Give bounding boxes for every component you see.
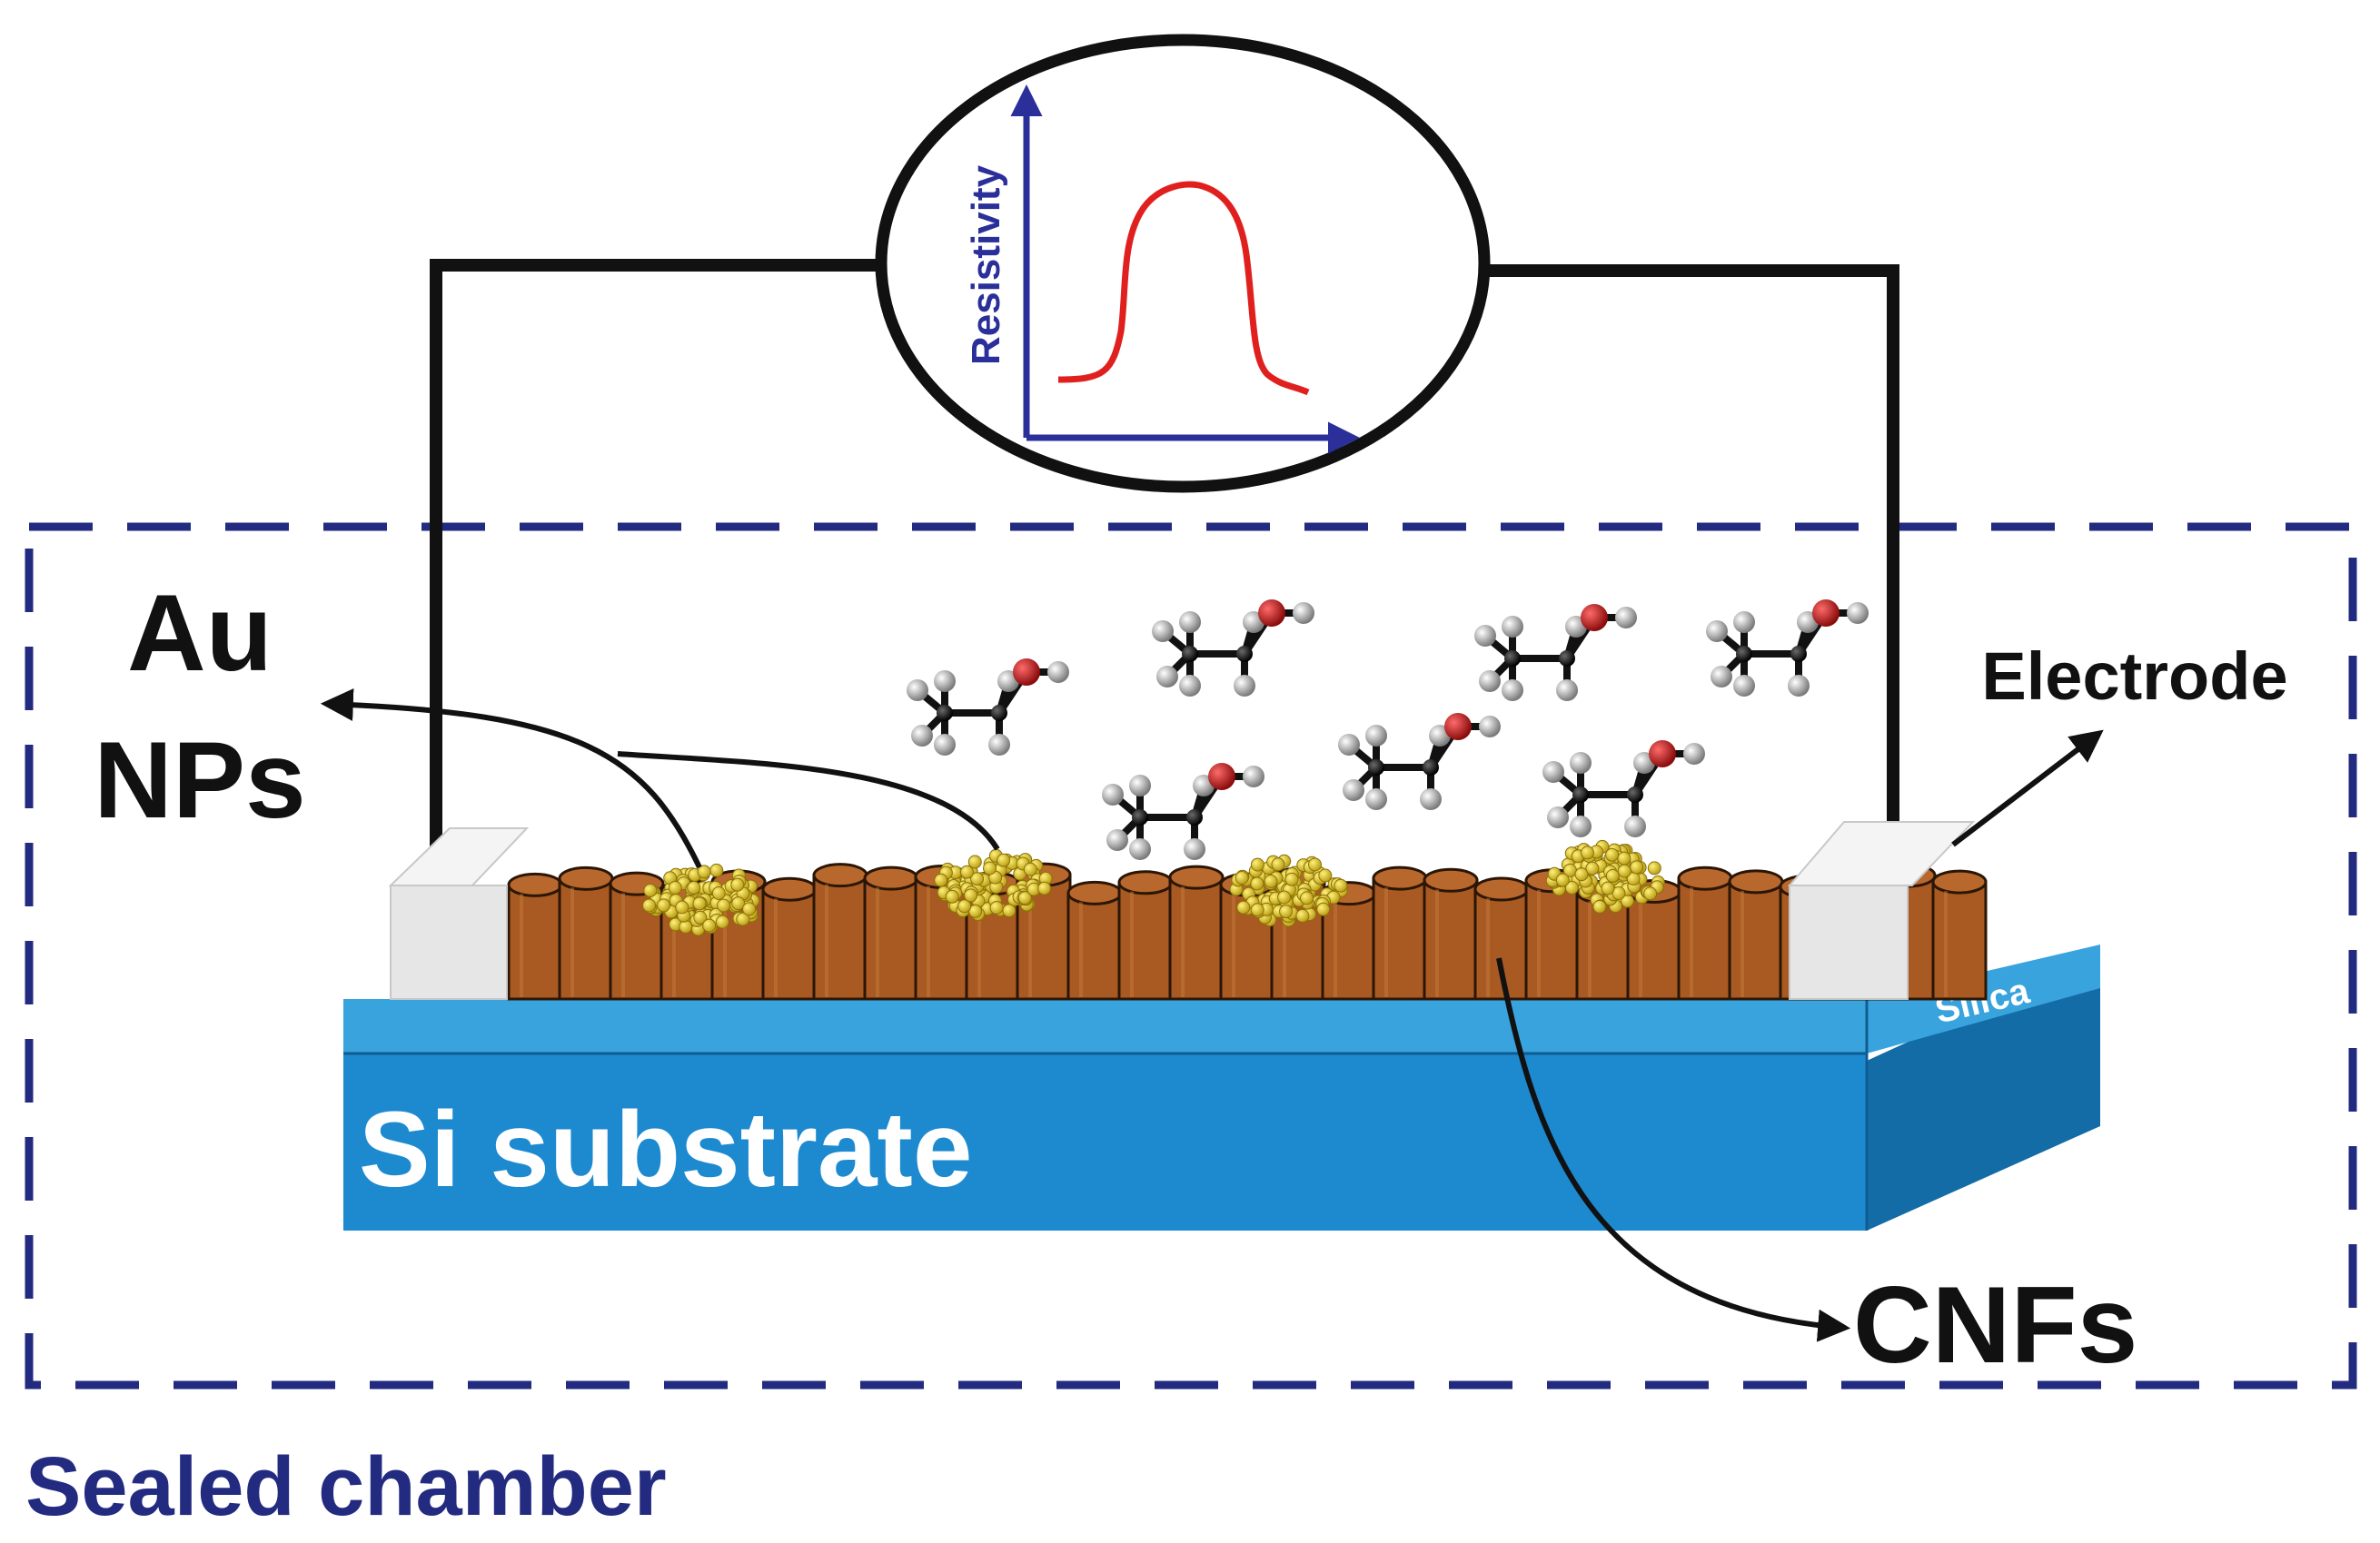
sealed-chamber-border [25,522,2357,1390]
substrate-side [1867,954,2100,1231]
cnf-cylinder [1372,865,1428,1001]
cnf-cylinder [1168,865,1225,1001]
au-nanoparticle-cluster [1545,839,1665,914]
cnf-arrow [1496,957,1851,1342]
ethanol-molecules [907,599,1869,860]
au-nanoparticle-cluster [642,863,760,936]
cnf-cylinder [558,865,614,1001]
cnf-cylinder [1423,867,1479,1001]
sealed-chamber-label: Sealed chamber [25,1440,667,1533]
y-axis-label: Resistivity [964,164,1008,365]
au-label-line1: Au [127,572,273,694]
ethanol-molecule-icon [1152,599,1314,697]
electrode-label: Electrode [1981,638,2287,714]
ethanol-molecule-icon [1706,599,1869,697]
left-electrode-pad [388,827,530,1000]
ethanol-molecule-icon [1474,604,1637,701]
substrate-label: Si substrate [359,1090,972,1210]
au-nanoparticle-cluster [1229,854,1348,927]
cnf-cylinder [507,872,563,1001]
substrate-front [343,1053,1868,1231]
cnf-cylinder [863,865,919,1001]
si-substrate: Si substrate Silica [343,945,2100,1231]
au-label-line2: NPs [94,719,305,841]
resistivity-curve [1057,181,1310,396]
resistivity-meter-icon: Resistivity [875,34,1491,493]
ethanol-molecule-icon [907,658,1069,756]
cnf-cylinder [812,863,868,1001]
au-nanoparticle-cluster [934,848,1053,922]
au-connector [617,751,1000,851]
au-arrow [320,688,702,869]
cnfs-label: CNFs [1853,1264,2137,1386]
ethanol-molecule-icon [1542,740,1705,837]
cnf-cylinder [761,876,818,1001]
ethanol-molecule-icon [1338,713,1501,810]
ethanol-molecule-icon [1102,763,1264,860]
cnf-cylinder [1728,869,1784,1001]
cnf-cylinder [1931,869,1988,1001]
right-electrode-pad [1787,821,1976,1000]
cnf-cylinder [1677,865,1733,1001]
cnf-cylinder [1066,880,1123,1001]
left-wire [430,259,879,883]
right-wire [1486,264,1899,883]
au-nanoparticles [642,839,1665,936]
electrode-arrow [1951,729,2104,847]
cnf-cylinder [1117,870,1174,1001]
